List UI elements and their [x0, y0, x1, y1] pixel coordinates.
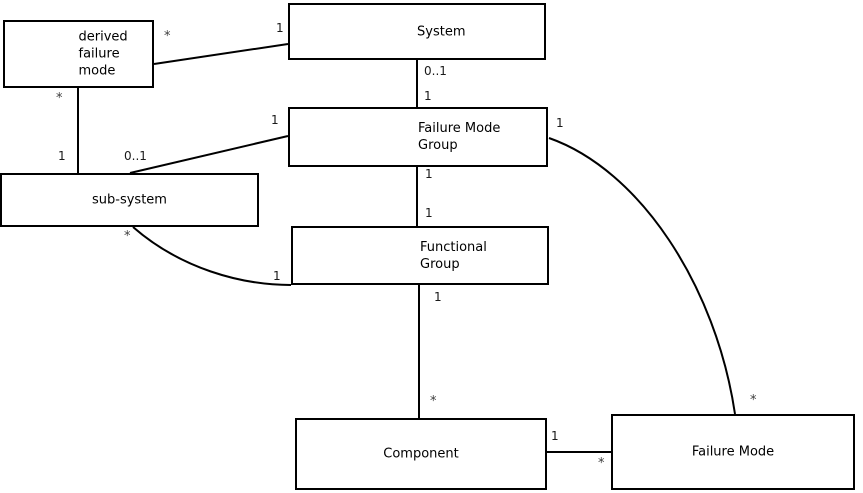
multiplicity-failure-mode-group-to-sub-system-source: 1 — [271, 113, 279, 127]
multiplicity-functional-group-to-component-target: * — [430, 394, 437, 409]
multiplicity-system-to-failure-mode-group-source: 0..1 — [424, 64, 447, 78]
association-sub-system-functional-group — [132, 226, 292, 286]
class-label-sub-system: sub-system — [92, 192, 167, 208]
multiplicity-functional-group-to-component-source: 1 — [434, 290, 442, 304]
association-failure-mode-group-sub-system — [129, 135, 289, 174]
multiplicity-sub-system-to-functional-group-target: 1 — [273, 269, 281, 283]
class-box-functional-group[interactable]: Functional Group — [291, 226, 549, 285]
multiplicity-failure-mode-group-to-functional-group-target: 1 — [425, 206, 433, 220]
multiplicity-failure-mode-group-to-failure-mode-source: 1 — [556, 116, 564, 130]
multiplicity-failure-mode-group-to-sub-system-target: 0..1 — [124, 149, 147, 163]
class-label-component: Component — [383, 446, 459, 462]
association-derived-failure-mode-system — [153, 43, 289, 65]
class-box-derived-failure-mode[interactable]: derived failure mode — [3, 20, 154, 88]
multiplicity-sub-system-to-functional-group-source: * — [124, 229, 131, 244]
multiplicity-component-to-failure-mode-source: 1 — [551, 429, 559, 443]
multiplicity-derived-failure-mode-to-system-target: 1 — [276, 21, 284, 35]
class-box-system[interactable]: System — [288, 3, 546, 60]
multiplicity-derived-failure-mode-to-sub-system-target: 1 — [58, 149, 66, 163]
multiplicity-failure-mode-group-to-functional-group-source: 1 — [425, 167, 433, 181]
class-label-system: System — [417, 24, 466, 39]
multiplicity-component-to-failure-mode-target: * — [598, 456, 605, 471]
class-box-sub-system[interactable]: sub-system — [0, 173, 259, 227]
class-label-functional-group: Functional Group — [420, 239, 487, 272]
class-label-derived-failure-mode: derived failure mode — [78, 29, 128, 79]
multiplicity-derived-failure-mode-to-sub-system-source: * — [56, 91, 63, 106]
class-box-failure-mode[interactable]: Failure Mode — [611, 414, 855, 490]
class-label-failure-mode: Failure Mode — [691, 444, 775, 460]
multiplicity-system-to-failure-mode-group-target: 1 — [424, 89, 432, 103]
multiplicity-failure-mode-group-to-failure-mode-target: * — [750, 393, 757, 408]
class-box-failure-mode-group[interactable]: Failure Mode Group — [288, 107, 548, 167]
class-label-failure-mode-group: Failure Mode Group — [418, 121, 501, 153]
class-box-component[interactable]: Component — [295, 418, 547, 490]
association-failure-mode-group-failure-mode — [548, 137, 736, 415]
multiplicity-derived-failure-mode-to-system-source: * — [164, 29, 171, 44]
